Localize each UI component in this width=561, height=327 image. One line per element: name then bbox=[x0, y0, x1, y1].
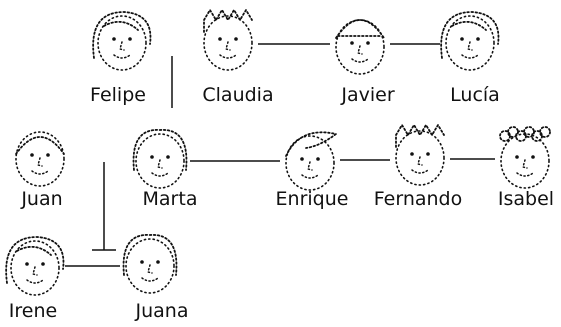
irene-name-label: Irene bbox=[8, 300, 58, 322]
juan-face-icon bbox=[15, 131, 65, 187]
claudia-name-label: Claudia bbox=[202, 84, 274, 106]
marta-face-icon bbox=[132, 129, 188, 189]
isabel-face-icon bbox=[499, 126, 551, 189]
juana-face-icon bbox=[122, 234, 178, 294]
fernando-face-icon bbox=[395, 123, 445, 186]
lucia-face-icon bbox=[440, 11, 500, 71]
isabel-name-label: Isabel bbox=[497, 188, 555, 210]
javier-name-label: Javier bbox=[341, 84, 395, 106]
juana-name-label: Juana bbox=[135, 300, 189, 322]
enrique-name-label: Enrique bbox=[275, 188, 349, 210]
felipe-face-icon bbox=[92, 11, 152, 71]
fernando-name-label: Fernando bbox=[373, 188, 463, 210]
enrique-face-icon bbox=[285, 131, 339, 191]
javier-face-icon bbox=[335, 19, 385, 75]
claudia-face-icon bbox=[203, 8, 253, 71]
lucia-name-label: Lucía bbox=[450, 84, 500, 106]
juan-name-label: Juan bbox=[21, 188, 63, 210]
irene-face-icon bbox=[5, 236, 65, 296]
marta-name-label: Marta bbox=[142, 188, 198, 210]
felipe-name-label: Felipe bbox=[90, 84, 146, 106]
